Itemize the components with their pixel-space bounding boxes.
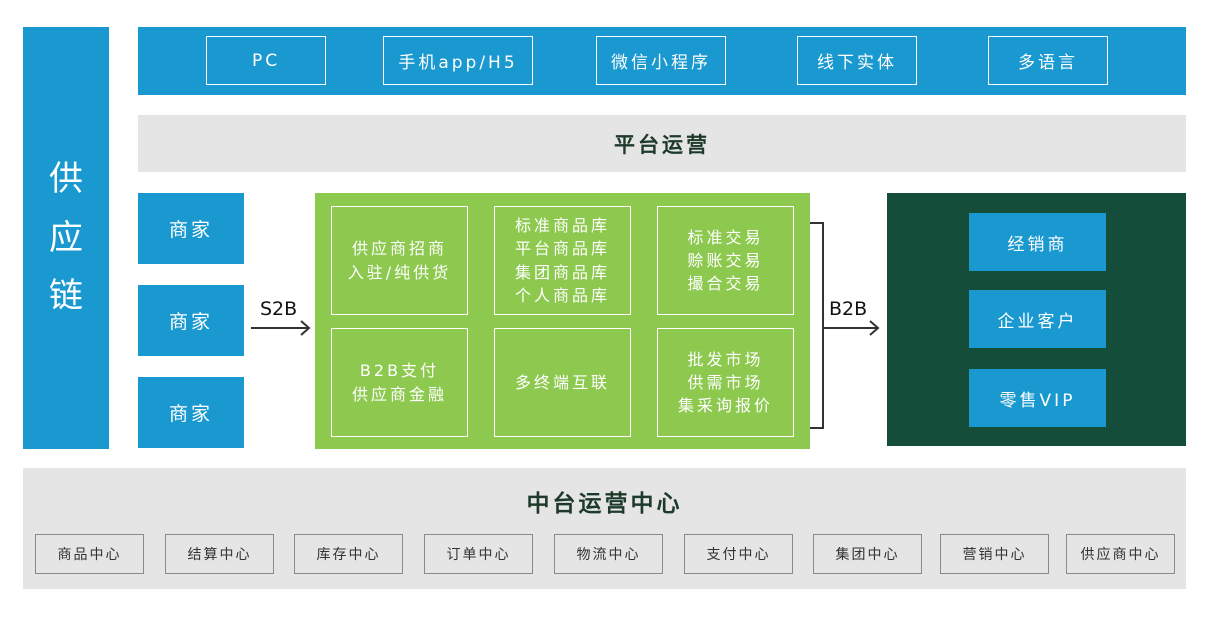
core-cell-multi-terminal: 多终端互联 (494, 328, 631, 437)
cell-line: 供应商金融 (351, 384, 447, 404)
supply-chain-column: 供 应 链 (23, 27, 109, 449)
module-marketing-center: 营销中心 (940, 534, 1049, 574)
supply-chain-char: 链 (49, 276, 83, 317)
cell-line: 平台商品库 (514, 239, 610, 259)
core-services-block (315, 193, 810, 449)
core-cell-supplier-onboarding: 供应商招商 入驻/纯供货 (331, 206, 468, 315)
supply-chain-char: 应 (49, 217, 83, 258)
module-product-center: 商品中心 (35, 534, 144, 574)
supply-chain-char: 供 (49, 159, 83, 200)
module-supplier-center: 供应商中心 (1066, 534, 1175, 574)
core-cell-product-library: 标准商品库 平台商品库 集团商品库 个人商品库 (494, 206, 631, 315)
channel-bar (138, 27, 1186, 95)
module-inventory-center: 库存中心 (294, 534, 403, 574)
channel-pc: PC (206, 36, 326, 85)
cell-line: 供应商招商 (351, 239, 447, 259)
cell-line: 入驻/纯供货 (347, 262, 452, 282)
s2b-label: S2B (260, 298, 298, 320)
core-cell-markets: 批发市场 供需市场 集采询报价 (657, 328, 794, 437)
cell-line: 赊账交易 (687, 250, 764, 270)
cell-line: 标准交易 (687, 227, 764, 247)
client-enterprise: 企业客户 (969, 290, 1106, 348)
channel-mobile: 手机app/H5 (383, 36, 533, 85)
module-group-center: 集团中心 (813, 534, 922, 574)
module-payment-center: 支付中心 (684, 534, 793, 574)
module-settlement-center: 结算中心 (165, 534, 274, 574)
cell-line: 集采询报价 (677, 396, 773, 416)
core-cell-transactions: 标准交易 赊账交易 撮合交易 (657, 206, 794, 315)
client-retail-vip: 零售VIP (969, 369, 1106, 427)
platform-operations-bar: 平台运营 (138, 115, 1186, 172)
merchant-box: 商家 (138, 193, 244, 264)
b2b-bracket (810, 222, 824, 429)
middle-platform-title: 中台运营中心 (526, 491, 683, 517)
cell-line: 标准商品库 (514, 216, 610, 236)
module-logistics-center: 物流中心 (554, 534, 663, 574)
channel-offline: 线下实体 (797, 36, 917, 85)
core-cell-payment-finance: B2B支付 供应商金融 (331, 328, 468, 437)
channel-multilanguage: 多语言 (988, 36, 1108, 85)
cell-line: 集团商品库 (514, 262, 610, 282)
merchant-box: 商家 (138, 285, 244, 356)
client-distributor: 经销商 (969, 213, 1106, 271)
cell-line: 供需市场 (687, 372, 764, 392)
channel-wechat-miniprogram: 微信小程序 (596, 36, 726, 85)
cell-line: B2B支付 (359, 361, 440, 381)
b2b-arrow-head (869, 320, 880, 336)
cell-line: 批发市场 (687, 349, 764, 369)
b2b-label: B2B (829, 298, 868, 320)
cell-line: 多终端互联 (514, 372, 610, 392)
cell-line: 撮合交易 (687, 274, 764, 294)
s2b-arrow-head (300, 320, 311, 336)
cell-line: 个人商品库 (514, 285, 610, 305)
merchant-box: 商家 (138, 377, 244, 448)
module-order-center: 订单中心 (424, 534, 533, 574)
